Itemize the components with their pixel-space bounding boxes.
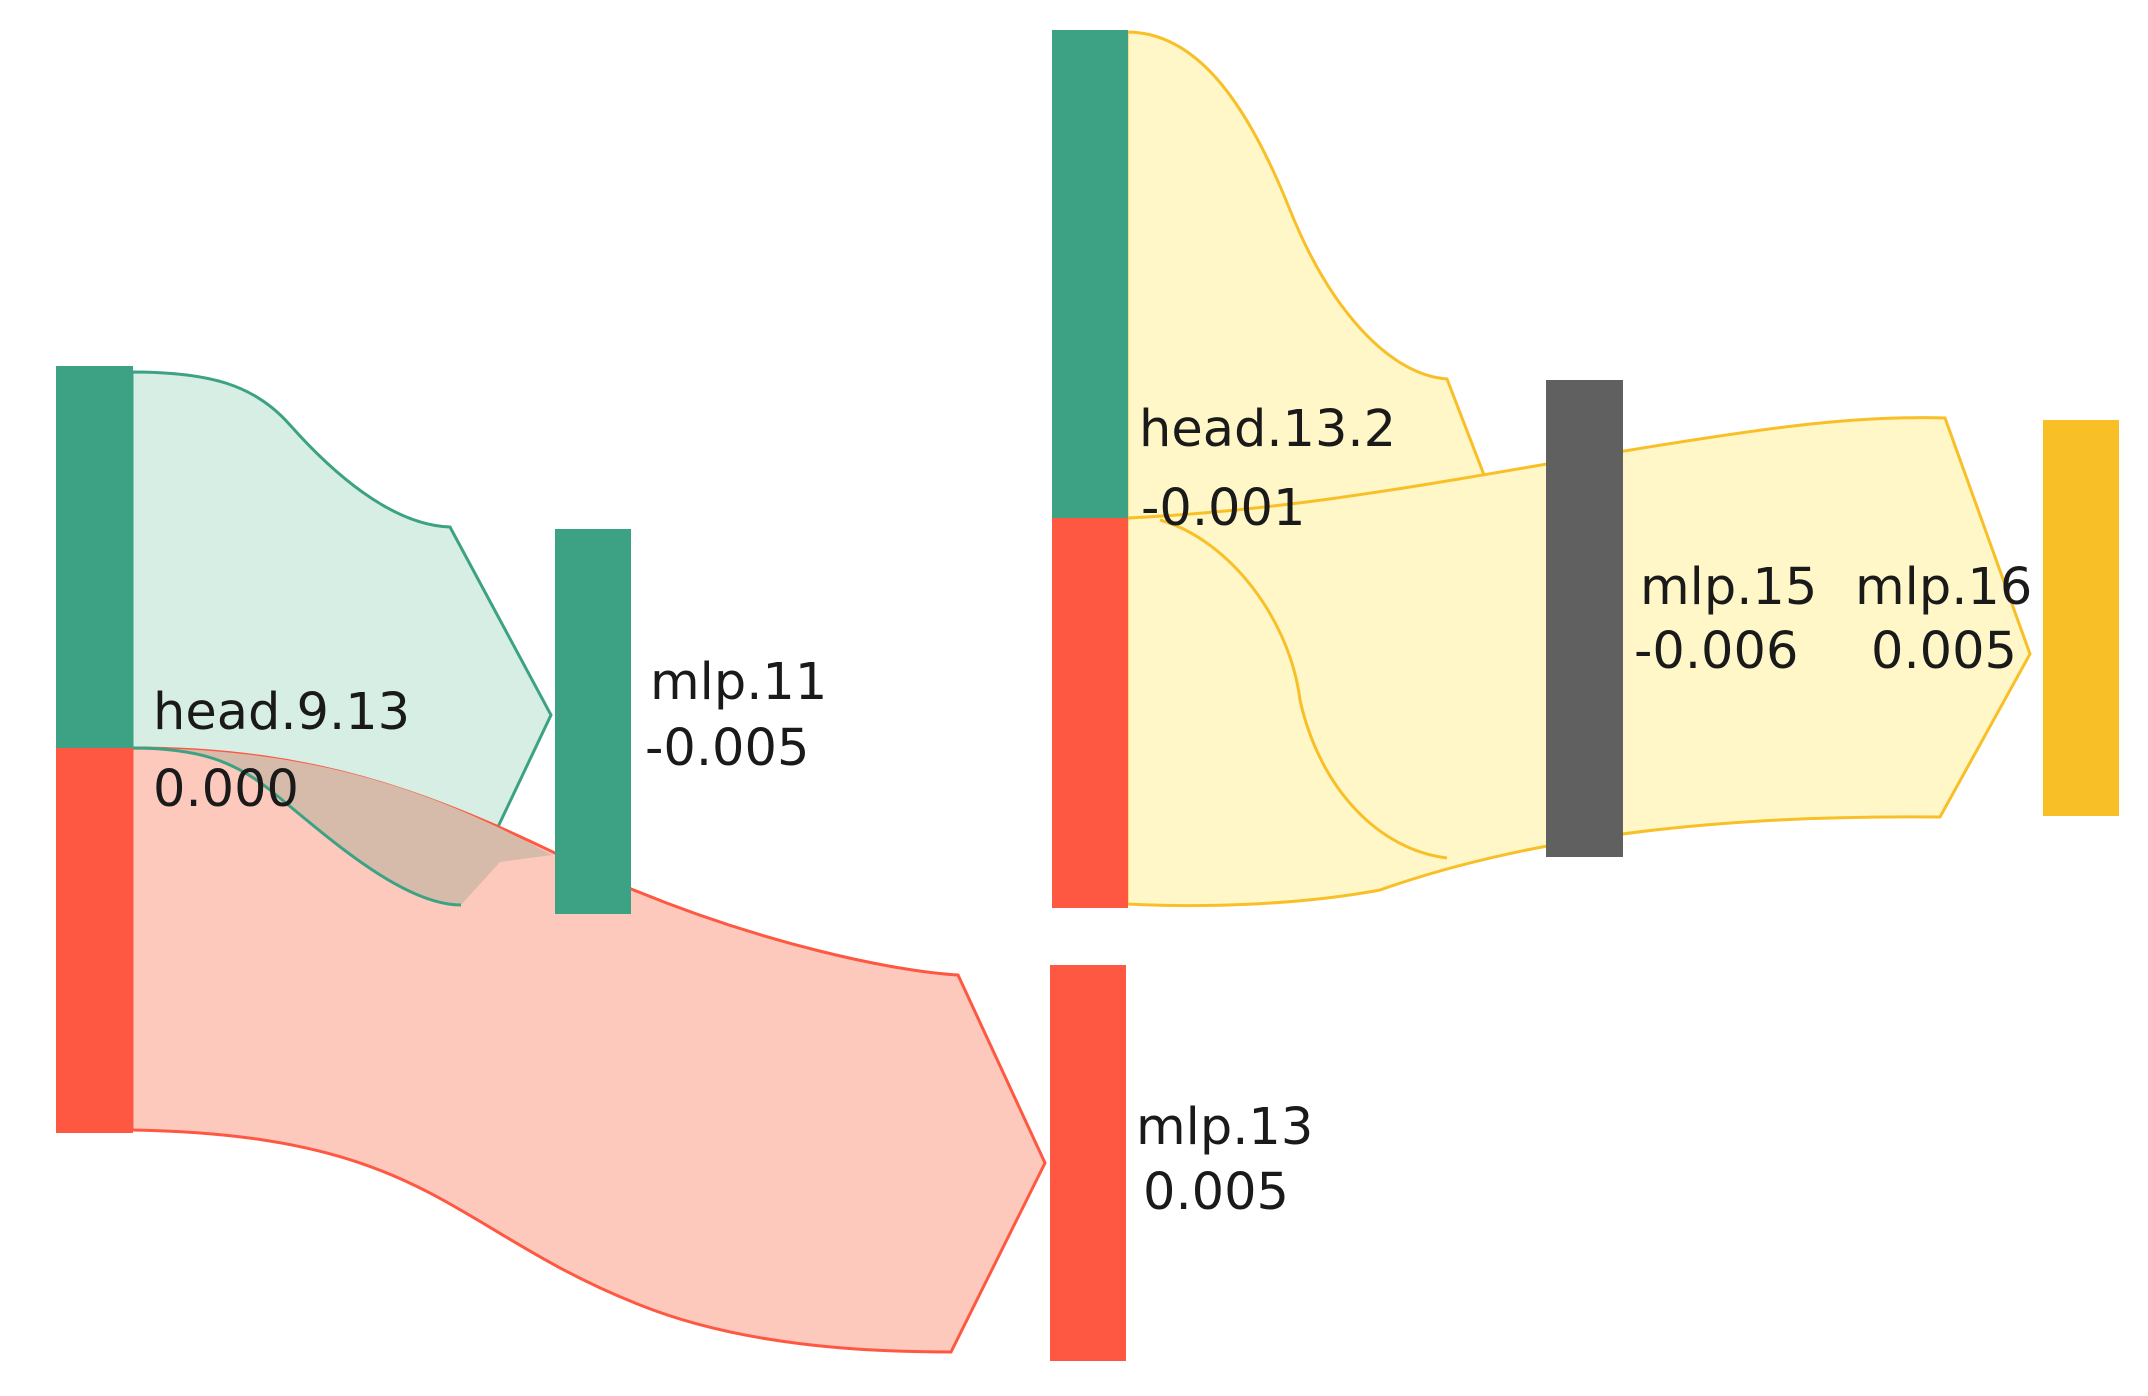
label-mlp-13-value: 0.005 (1143, 1163, 1289, 1222)
label-mlp-15-name: mlp.15 (1640, 558, 1817, 617)
label-head-13-2-value: -0.001 (1141, 479, 1305, 538)
label-head-9-13-name: head.9.13 (153, 683, 410, 742)
label-mlp-11-value: -0.005 (645, 719, 809, 778)
nodes (56, 30, 2119, 1361)
label-mlp-15-value: -0.006 (1634, 622, 1798, 681)
node-head-9-13-green[interactable] (56, 366, 133, 748)
link-overlap-region (132, 748, 552, 905)
node-mlp-16[interactable] (2043, 420, 2119, 816)
node-mlp-15[interactable] (1546, 380, 1623, 857)
label-mlp-16-value: 0.005 (1871, 622, 2017, 681)
link-head-13-2-red-inner-curve (1159, 518, 1448, 860)
node-head-9-13-red[interactable] (56, 748, 133, 1133)
label-head-9-13-value: 0.000 (153, 760, 299, 819)
left-group-links (130, 370, 1047, 1354)
node-head-13-2-green[interactable] (1052, 30, 1128, 520)
node-mlp-13[interactable] (1050, 965, 1126, 1361)
node-mlp-11[interactable] (555, 529, 631, 914)
node-labels: head.9.13 0.000 mlp.11 -0.005 mlp.13 0.0… (153, 400, 2032, 1222)
label-mlp-13-name: mlp.13 (1136, 1098, 1313, 1157)
label-mlp-11-name: mlp.11 (650, 653, 827, 712)
link-overlap-edge (131, 746, 462, 907)
label-head-13-2-name: head.13.2 (1139, 400, 1396, 459)
node-head-13-2-red[interactable] (1052, 518, 1128, 908)
label-mlp-16-name: mlp.16 (1855, 558, 2032, 617)
